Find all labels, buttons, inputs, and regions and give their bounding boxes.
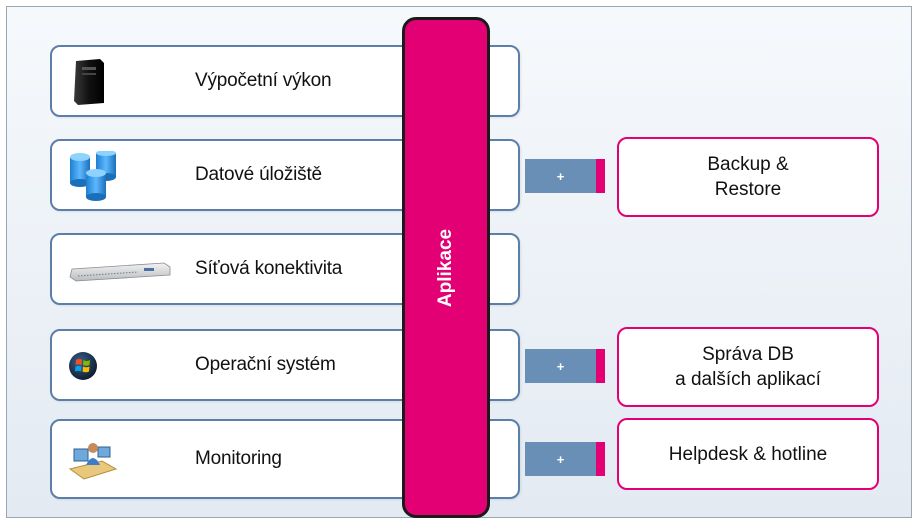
rack-server-icon [68,247,178,293]
row-label: Operační systém [195,354,336,375]
plus-symbol: + [556,358,565,374]
windows-logo-icon [68,343,178,389]
plus-connector: + [525,349,605,383]
row-label: Monitoring [195,448,282,469]
service-helpdesk: Helpdesk & hotline [617,418,879,490]
service-line: Helpdesk & hotline [668,443,828,465]
plus-symbol: + [556,451,565,467]
application-bar: Aplikace [402,17,490,518]
plus-connector: + [525,442,605,476]
row-label: Datové úložiště [195,164,322,185]
service-line: Restore [714,179,782,200]
row-label: Výpočetní výkon [195,70,332,91]
plus-symbol: + [556,168,565,184]
server-tower-icon [68,59,178,105]
operator-desk-icon [68,437,178,483]
service-line: Správa DB [702,344,794,365]
database-cylinders-icon [68,151,178,201]
application-label: Aplikace [435,228,456,307]
service-line: a dalších aplikací [675,369,821,390]
service-backup-restore: Backup & Restore [617,137,879,217]
service-db-management: Správa DB a dalších aplikací [617,327,879,407]
service-line: Backup & [707,154,789,175]
row-label: Síťová konektivita [195,258,343,279]
plus-connector: + [525,159,605,193]
